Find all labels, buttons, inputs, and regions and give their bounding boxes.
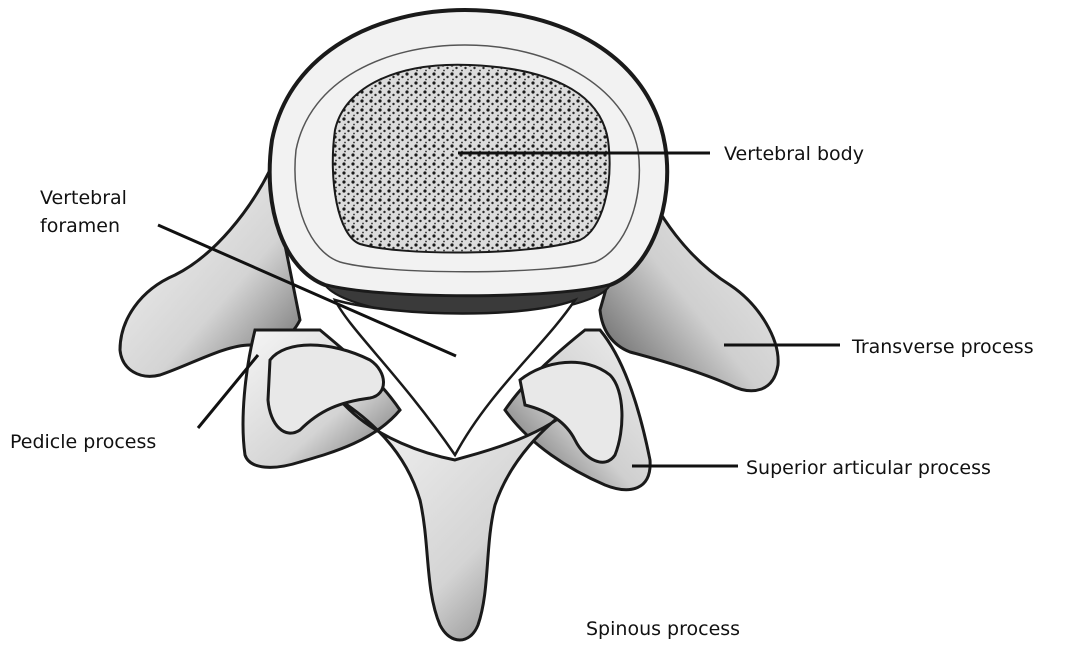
label-vertebral-body: Vertebral body (724, 140, 864, 168)
label-vertebral-foramen-line-1: Vertebral (40, 184, 127, 212)
label-superior-articular-process: Superior articular process (746, 454, 991, 482)
label-pedicle-process: Pedicle process (10, 428, 156, 456)
label-spinous-process: Spinous process (586, 615, 740, 643)
label-vertebral-foramen: Vertebral foramen (40, 184, 127, 240)
label-vertebral-foramen-line-2: foramen (40, 212, 127, 240)
vertebral-body-shape (270, 10, 668, 318)
label-transverse-process: Transverse process (852, 333, 1034, 361)
